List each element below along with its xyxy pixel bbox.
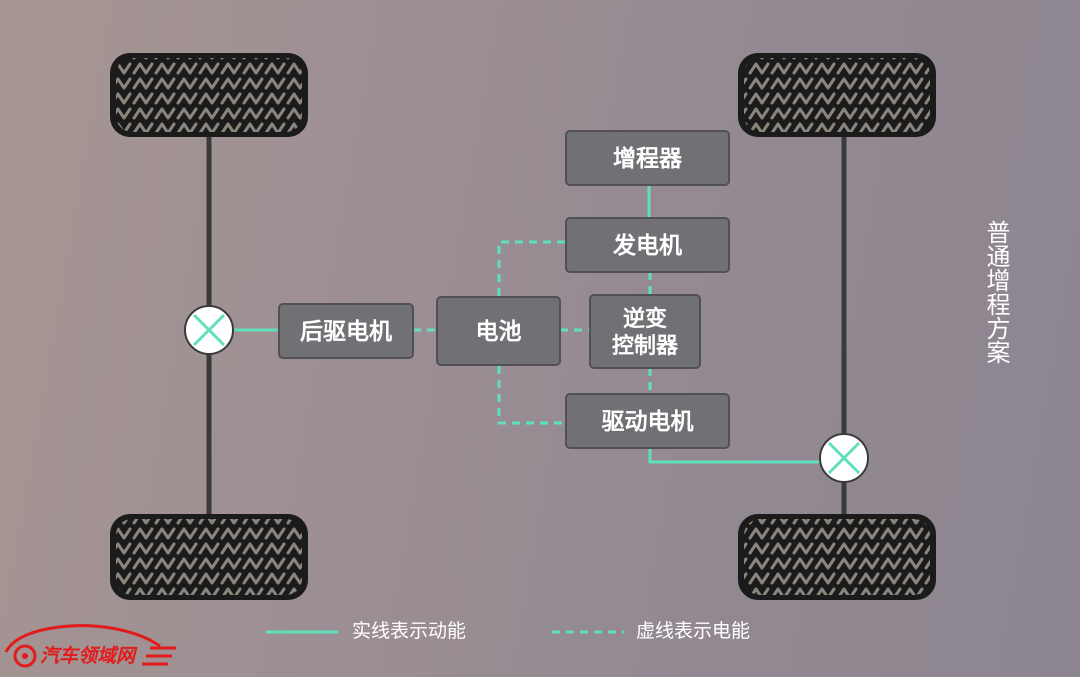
tire-rear-right — [738, 514, 936, 600]
right-differential-icon — [819, 433, 869, 483]
rear-motor-box: 后驱电机 — [278, 303, 414, 359]
range-extender-label: 增程器 — [613, 145, 682, 171]
range-extender-box: 增程器 — [565, 130, 730, 186]
generator-box: 发电机 — [565, 217, 730, 273]
rear-motor-label: 后驱电机 — [300, 318, 392, 344]
diagram-title: 普通增程方案 — [982, 220, 1009, 364]
left-differential-icon — [184, 305, 234, 355]
drive-motor-label: 驱动电机 — [601, 408, 694, 434]
battery-label: 电池 — [475, 318, 522, 344]
legend-solid-label: 实线表示动能 — [352, 621, 467, 642]
tire-front-left — [110, 53, 308, 137]
drive-motor-box: 驱动电机 — [565, 393, 730, 449]
generator-label: 发电机 — [613, 232, 682, 258]
dashed-link-battery-generator — [497, 240, 566, 296]
dashed-link-battery-drive-motor — [497, 366, 566, 425]
inverter-controller-box: 逆变 控制器 — [589, 294, 701, 369]
logo-car-icon — [4, 624, 176, 668]
watermark-logo: 汽车领域网 — [40, 646, 136, 667]
battery-box: 电池 — [436, 296, 561, 366]
inverter-label-line2: 控制器 — [611, 332, 678, 358]
legend-dashed-label: 虚线表示电能 — [636, 621, 751, 642]
tire-rear-left — [110, 514, 308, 600]
inverter-label-line1: 逆变 — [622, 305, 667, 331]
solid-link-drive-motor-to-differential — [648, 447, 820, 464]
tire-front-right — [738, 53, 936, 137]
